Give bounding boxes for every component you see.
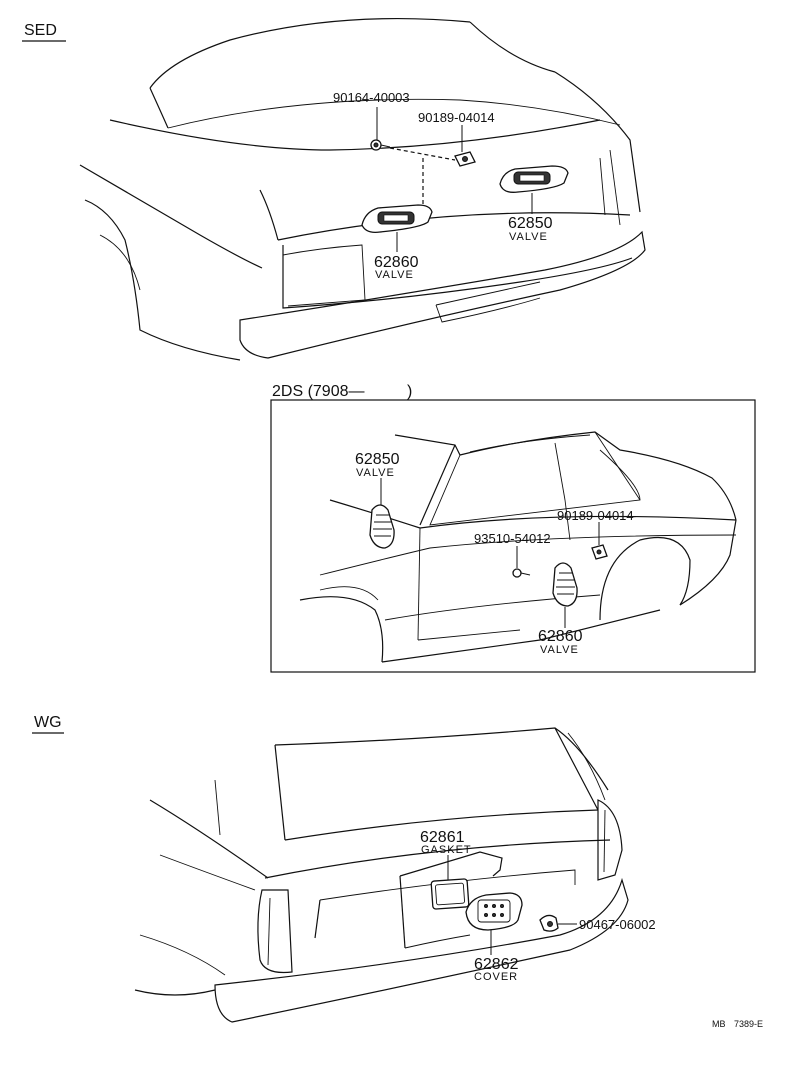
sed-valve-62850	[499, 165, 569, 193]
diagram-code-number: 7389-E	[734, 1019, 763, 1029]
sed-valve-62860	[361, 204, 433, 233]
diagram-code-prefix: MB	[712, 1019, 726, 1029]
wg-section-label: WG	[34, 714, 62, 731]
ds-valve-62850	[369, 504, 395, 549]
wg-section: WG	[32, 714, 656, 1023]
ds-valve-lower-number: 62860	[538, 628, 583, 645]
diagram-code: MB 7389-E	[712, 1019, 763, 1029]
ds-inset-title: 2DS (7908—	[272, 383, 365, 400]
sed-valve-right-name: VALVE	[509, 231, 548, 243]
sed-section: SED	[22, 18, 646, 361]
sed-screw-part-number: 90164-40003	[333, 90, 410, 105]
wagon-rear-drawing	[134, 727, 629, 1023]
ds-nut-90189	[591, 544, 608, 560]
wg-cover-62862	[465, 892, 523, 931]
wg-cover-number: 62862	[474, 956, 519, 973]
wg-gasket-name: GASKET	[421, 844, 472, 856]
ds-valve-62860	[552, 562, 578, 607]
sed-nut-part-number: 90189-04014	[418, 110, 495, 125]
wg-nut-part-number: 90467-06002	[579, 917, 656, 932]
ds-screw-part-number: 93510-54012	[474, 531, 551, 546]
sed-nut-90189	[454, 151, 476, 167]
wg-gasket-62861	[430, 878, 470, 910]
ds-valve-lower-name: VALVE	[540, 644, 579, 656]
ds-nut-part-number: 90189-04014	[557, 508, 634, 523]
ds-inset: 2DS (7908— )	[270, 383, 756, 673]
sed-valve-left-name: VALVE	[375, 269, 414, 281]
ds-inset-frame	[270, 399, 756, 673]
sed-valve-left-number: 62860	[374, 254, 419, 271]
coupe-side-drawing	[299, 431, 737, 663]
sedan-rear-drawing	[79, 18, 646, 361]
sed-screw-90164	[370, 139, 391, 151]
sed-section-label: SED	[24, 22, 57, 39]
wg-nut-90467	[539, 914, 559, 932]
ds-screw-93510	[512, 568, 531, 578]
sed-valve-right-number: 62850	[508, 215, 553, 232]
ds-valve-upper-number: 62850	[355, 451, 400, 468]
ds-inset-title-close: )	[407, 383, 412, 400]
wg-cover-name: COVER	[474, 971, 518, 983]
ds-valve-upper-name: VALVE	[356, 467, 395, 479]
wg-gasket-number: 62861	[420, 829, 465, 846]
